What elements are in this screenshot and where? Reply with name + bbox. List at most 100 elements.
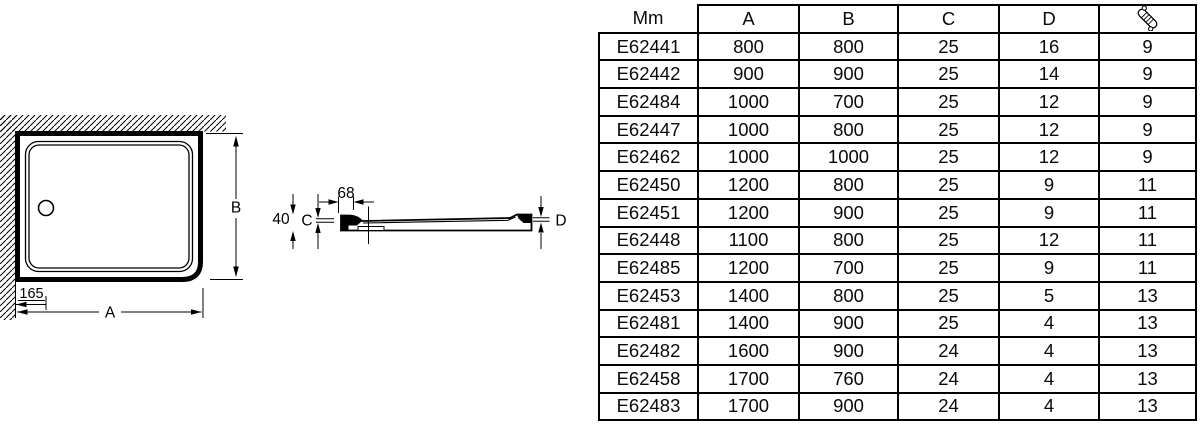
cell-c: 25 xyxy=(897,170,1000,200)
cell-c: 25 xyxy=(897,308,1000,339)
cell-weight: 11 xyxy=(1098,197,1197,228)
cell-d: 16 xyxy=(998,31,1100,62)
dimension-b-label: B xyxy=(231,200,241,217)
cell-weight: 9 xyxy=(1098,31,1197,62)
tray-inner-rim-inner xyxy=(28,144,190,269)
cell-d: 12 xyxy=(998,87,1100,117)
dimension-68 xyxy=(319,196,374,213)
cell-d: 9 xyxy=(998,170,1100,200)
cell-code: E62485 xyxy=(598,253,699,283)
table-row: E62481 1400 900 25 4 13 xyxy=(598,308,1197,339)
cell-a: 1400 xyxy=(697,308,800,339)
cell-weight: 13 xyxy=(1098,308,1197,339)
cell-d: 4 xyxy=(998,336,1100,366)
cell-c: 25 xyxy=(897,197,1000,228)
cell-code: E62458 xyxy=(598,363,699,394)
col-header-d: D xyxy=(998,4,1100,34)
col-header-b: B xyxy=(798,4,899,34)
cell-d: 4 xyxy=(998,308,1100,339)
cell-weight: 9 xyxy=(1098,59,1197,90)
section-right-lip xyxy=(517,214,532,223)
cell-c: 25 xyxy=(897,142,1000,173)
cell-weight: 9 xyxy=(1098,142,1197,173)
table-row: E62462 1000 1000 25 12 9 xyxy=(598,142,1197,173)
cell-a: 900 xyxy=(697,59,800,90)
cell-c: 25 xyxy=(897,114,1000,145)
cell-b: 900 xyxy=(798,336,899,366)
cell-code: E62450 xyxy=(598,170,699,200)
section-inner-surface-line xyxy=(362,216,516,224)
cell-weight: 9 xyxy=(1098,87,1197,117)
table-row: E62458 1700 760 24 4 13 xyxy=(598,363,1197,394)
table-header-row: Mm A B C D xyxy=(599,4,1197,34)
cell-a: 1200 xyxy=(697,170,800,200)
dimension-drain-offset-label: 165 xyxy=(19,286,43,302)
cell-code: E62482 xyxy=(598,336,699,366)
spec-table-body: E62441 800 800 25 16 9 E62442 900 900 25… xyxy=(598,31,1197,422)
wall-hatch-left xyxy=(0,115,15,320)
cell-b: 900 xyxy=(798,308,899,339)
table-row: E62447 1000 800 25 12 9 xyxy=(598,114,1197,145)
table-row: E62484 1000 700 25 12 9 xyxy=(598,87,1197,117)
cell-d: 4 xyxy=(998,363,1100,394)
cell-d: 9 xyxy=(998,253,1100,283)
cell-d: 5 xyxy=(998,280,1100,311)
plan-view-diagram: B A 165 xyxy=(0,115,243,322)
cell-b: 800 xyxy=(798,170,899,200)
cell-code: E62453 xyxy=(598,280,699,311)
table-row: E62451 1200 900 25 9 11 xyxy=(598,197,1197,228)
cell-weight: 13 xyxy=(1098,391,1197,422)
cell-a: 1600 xyxy=(697,336,800,366)
cell-a: 1700 xyxy=(697,391,800,422)
cell-weight: 9 xyxy=(1098,114,1197,145)
cell-d: 12 xyxy=(998,142,1100,173)
dimension-40 xyxy=(290,194,296,249)
cell-code: E62441 xyxy=(598,31,699,62)
cell-a: 1200 xyxy=(697,197,800,228)
col-header-code: Mm xyxy=(599,5,699,34)
table-row: E62453 1400 800 25 5 13 xyxy=(598,280,1197,311)
weight-icon xyxy=(1137,6,1158,31)
cell-b: 1000 xyxy=(798,142,899,173)
dimension-drain-offset xyxy=(16,296,47,310)
cell-weight: 11 xyxy=(1098,170,1197,200)
cell-c: 25 xyxy=(897,280,1000,311)
table-row: E62482 1600 900 24 4 13 xyxy=(598,336,1197,366)
dimension-c xyxy=(315,194,334,249)
cell-b: 900 xyxy=(798,197,899,228)
table-row: E62448 1100 800 25 12 11 xyxy=(598,225,1197,256)
cell-a: 1000 xyxy=(697,142,800,173)
cell-c: 25 xyxy=(897,253,1000,283)
cell-d: 4 xyxy=(998,391,1100,422)
section-view-diagram: 68 40 C xyxy=(272,185,567,249)
cell-code: E62447 xyxy=(598,114,699,145)
cell-b: 760 xyxy=(798,363,899,394)
dimension-b xyxy=(206,133,243,280)
cell-code: E62442 xyxy=(598,59,699,90)
table-row: E62450 1200 800 25 9 11 xyxy=(598,170,1197,200)
cell-b: 700 xyxy=(798,253,899,283)
cell-c: 25 xyxy=(897,31,1000,62)
cell-c: 25 xyxy=(897,87,1000,117)
cell-d: 9 xyxy=(998,197,1100,228)
drain-circle xyxy=(37,199,55,217)
col-header-c: C xyxy=(897,4,1000,34)
cell-d: 12 xyxy=(998,114,1100,145)
dimension-d xyxy=(533,196,550,249)
table-row: E62442 900 900 25 14 9 xyxy=(598,59,1197,90)
col-header-a: A xyxy=(697,4,800,34)
cell-b: 900 xyxy=(798,391,899,422)
cell-weight: 13 xyxy=(1098,280,1197,311)
cell-b: 900 xyxy=(798,59,899,90)
dimension-a xyxy=(17,288,204,318)
table-row: E62483 1700 900 24 4 13 xyxy=(598,391,1197,422)
tray-outline xyxy=(15,131,203,282)
dimension-40-label: 40 xyxy=(272,211,290,228)
cell-a: 1400 xyxy=(697,280,800,311)
table-row: E62485 1200 700 25 9 11 xyxy=(598,253,1197,283)
cell-weight: 11 xyxy=(1098,225,1197,256)
cell-c: 24 xyxy=(897,363,1000,394)
cell-d: 12 xyxy=(998,225,1100,256)
dimension-68-label: 68 xyxy=(337,185,354,202)
